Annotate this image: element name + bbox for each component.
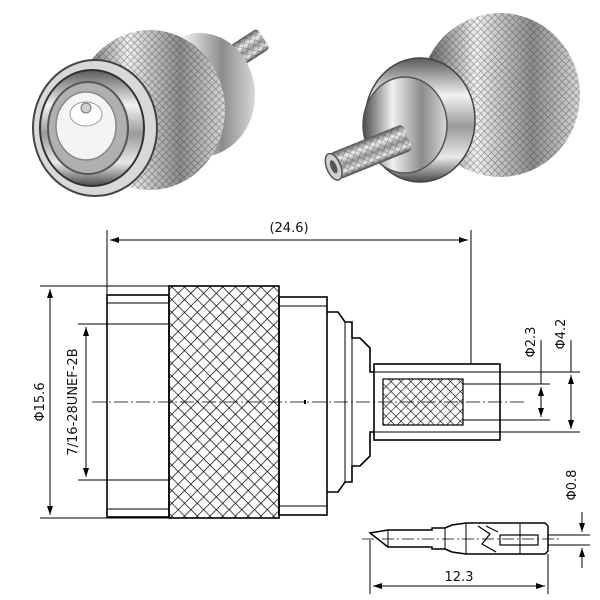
dimension-overall-length: (24.6) bbox=[106, 221, 472, 364]
connector-photo-front bbox=[32, 29, 269, 197]
center-pin-drawing bbox=[362, 522, 560, 555]
overall-length-label: (24.6) bbox=[269, 221, 308, 236]
dimension-thread: 7/16-28UNEF-2B bbox=[66, 323, 107, 481]
pin-length-label: 12.3 bbox=[445, 570, 474, 585]
crimp-inner-diameter-label: Φ2.3 bbox=[524, 327, 539, 358]
dimension-crimp: Φ2.3 Φ4.2 bbox=[463, 319, 580, 433]
cross-section-drawing bbox=[92, 285, 525, 519]
pin-diameter-label: Φ0.8 bbox=[565, 470, 580, 501]
dimension-body-diameter: Φ15.6 bbox=[33, 285, 169, 519]
dimension-pin-diameter: Φ0.8 bbox=[548, 470, 590, 568]
body-diameter-label: Φ15.6 bbox=[33, 382, 48, 421]
crimp-outer-diameter-label: Φ4.2 bbox=[554, 319, 569, 350]
connector-photo-rear bbox=[324, 13, 580, 183]
thread-label: 7/16-28UNEF-2B bbox=[66, 348, 81, 455]
dimension-pin-length: 12.3 bbox=[369, 540, 549, 594]
